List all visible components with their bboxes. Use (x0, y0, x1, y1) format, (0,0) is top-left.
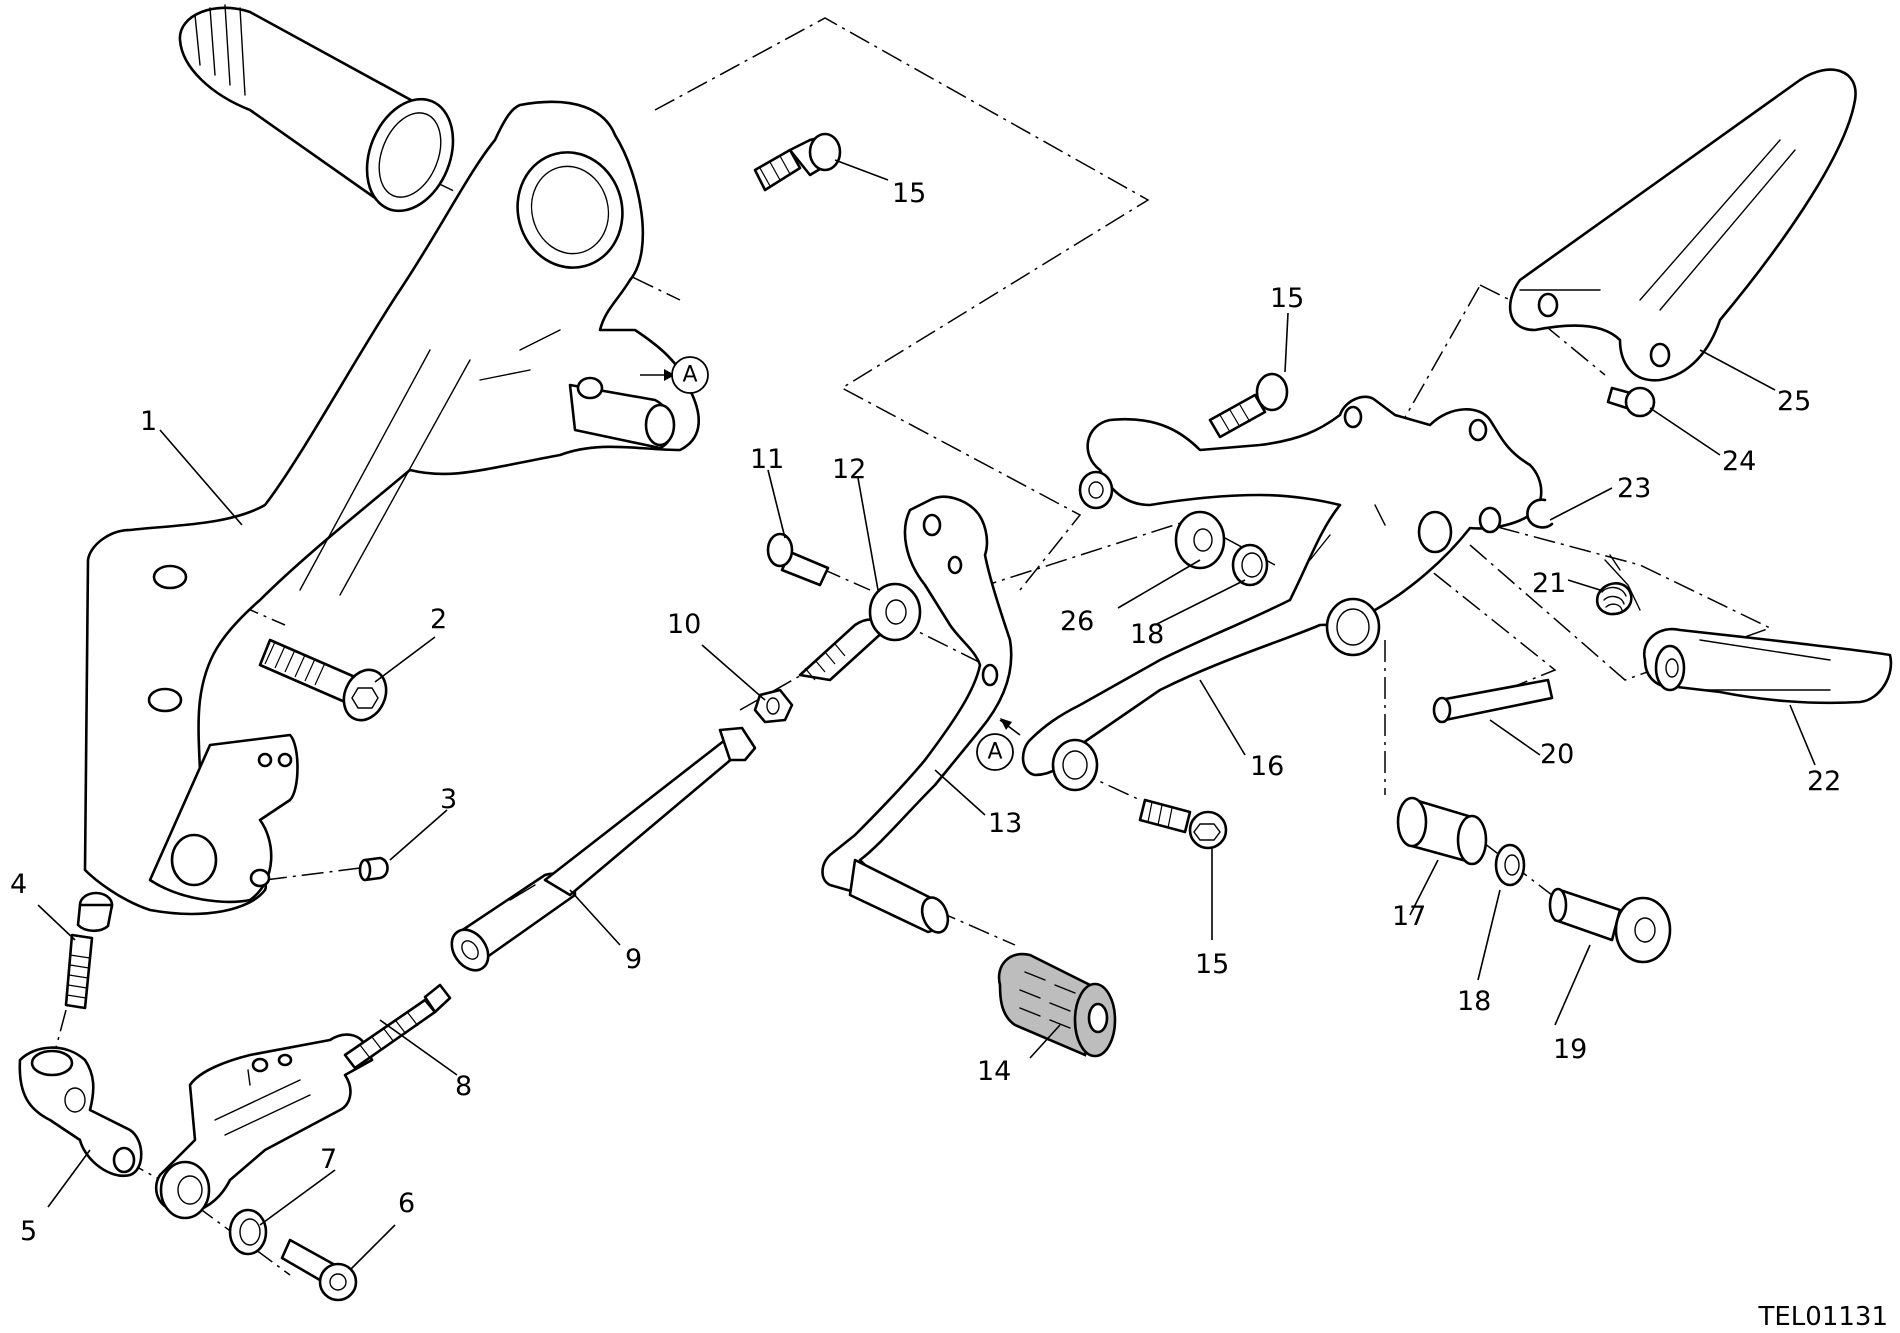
callout-2: 2 (430, 604, 447, 635)
leader-lines (37, 159, 1816, 1271)
callout-9: 9 (625, 944, 642, 975)
callout-1: 1 (140, 406, 157, 437)
ref-mark-label: A (682, 363, 697, 388)
part-19-pivot-bolt (1548, 887, 1672, 964)
drawing-code: TEL01131 (1757, 1302, 1888, 1332)
callout-6: 6 (398, 1188, 415, 1219)
ref-mark-a-top: A (640, 356, 709, 394)
part-9-rod (450, 726, 757, 972)
part-14-rubber-pad (997, 952, 1117, 1058)
part-12-rod-end (798, 582, 922, 682)
callout-15-top: 15 (892, 178, 926, 209)
part-21-spring (1595, 554, 1641, 616)
callout-15-mid: 15 (1270, 283, 1304, 314)
callout-22: 22 (1807, 766, 1841, 797)
callout-23: 23 (1617, 473, 1651, 504)
part-22-footpeg (1642, 627, 1893, 705)
part-11-bolt (766, 532, 830, 587)
part-7-washer (228, 1208, 268, 1256)
callout-20: 20 (1540, 739, 1574, 770)
callout-19: 19 (1553, 1034, 1587, 1065)
part-3-pin (358, 856, 389, 882)
part-25-heel-guard (1508, 68, 1857, 382)
part-8-master-cylinder (154, 983, 452, 1220)
part-20-pin (1432, 678, 1554, 724)
part-18-washer-top (1231, 543, 1269, 587)
callout-25: 25 (1777, 386, 1811, 417)
callout-11: 11 (750, 444, 784, 475)
callout-8: 8 (455, 1071, 472, 1102)
part-16-footrest-bracket (1021, 395, 1543, 792)
callout-10: 10 (667, 609, 701, 640)
part-23-clip (1526, 498, 1554, 529)
part-2-bolt (258, 638, 388, 722)
callout-12: 12 (832, 454, 866, 485)
part-18-washer-low (1494, 843, 1526, 887)
part-6-screw (280, 1238, 358, 1302)
callout-3: 3 (440, 784, 457, 815)
callout-7: 7 (320, 1144, 337, 1175)
callout-21: 21 (1532, 568, 1566, 599)
callout-26: 26 (1060, 606, 1094, 637)
part-15-bolt-mid (1208, 372, 1289, 439)
part-17-bushing (1396, 796, 1488, 866)
ref-mark-label: A (987, 740, 1002, 765)
callout-16: 16 (1250, 751, 1284, 782)
part-5-clamp (18, 1046, 143, 1178)
part-15-bolt-top (753, 132, 842, 192)
callout-14: 14 (977, 1056, 1011, 1087)
callout-13: 13 (988, 808, 1022, 839)
part-26-washer (1174, 510, 1226, 570)
part-4-bolt (64, 891, 114, 1010)
part-1-bracket (83, 4, 700, 916)
callout-5: 5 (20, 1216, 37, 1247)
part-15-bolt-low (1138, 798, 1228, 850)
callout-18-low: 18 (1457, 986, 1491, 1017)
callout-15-low: 15 (1195, 949, 1229, 980)
callout-17: 17 (1392, 901, 1426, 932)
callout-24: 24 (1722, 446, 1756, 477)
part-10-nut (753, 688, 794, 724)
callout-4: 4 (10, 869, 27, 900)
ref-mark-a-low: A (976, 718, 1021, 771)
callout-labels: 1 2 3 4 5 6 7 8 9 10 11 12 13 14 15 15 1… (10, 178, 1841, 1247)
callout-18-top: 18 (1130, 619, 1164, 650)
part-24-screw (1606, 386, 1656, 418)
part-13-lever (821, 495, 1013, 934)
